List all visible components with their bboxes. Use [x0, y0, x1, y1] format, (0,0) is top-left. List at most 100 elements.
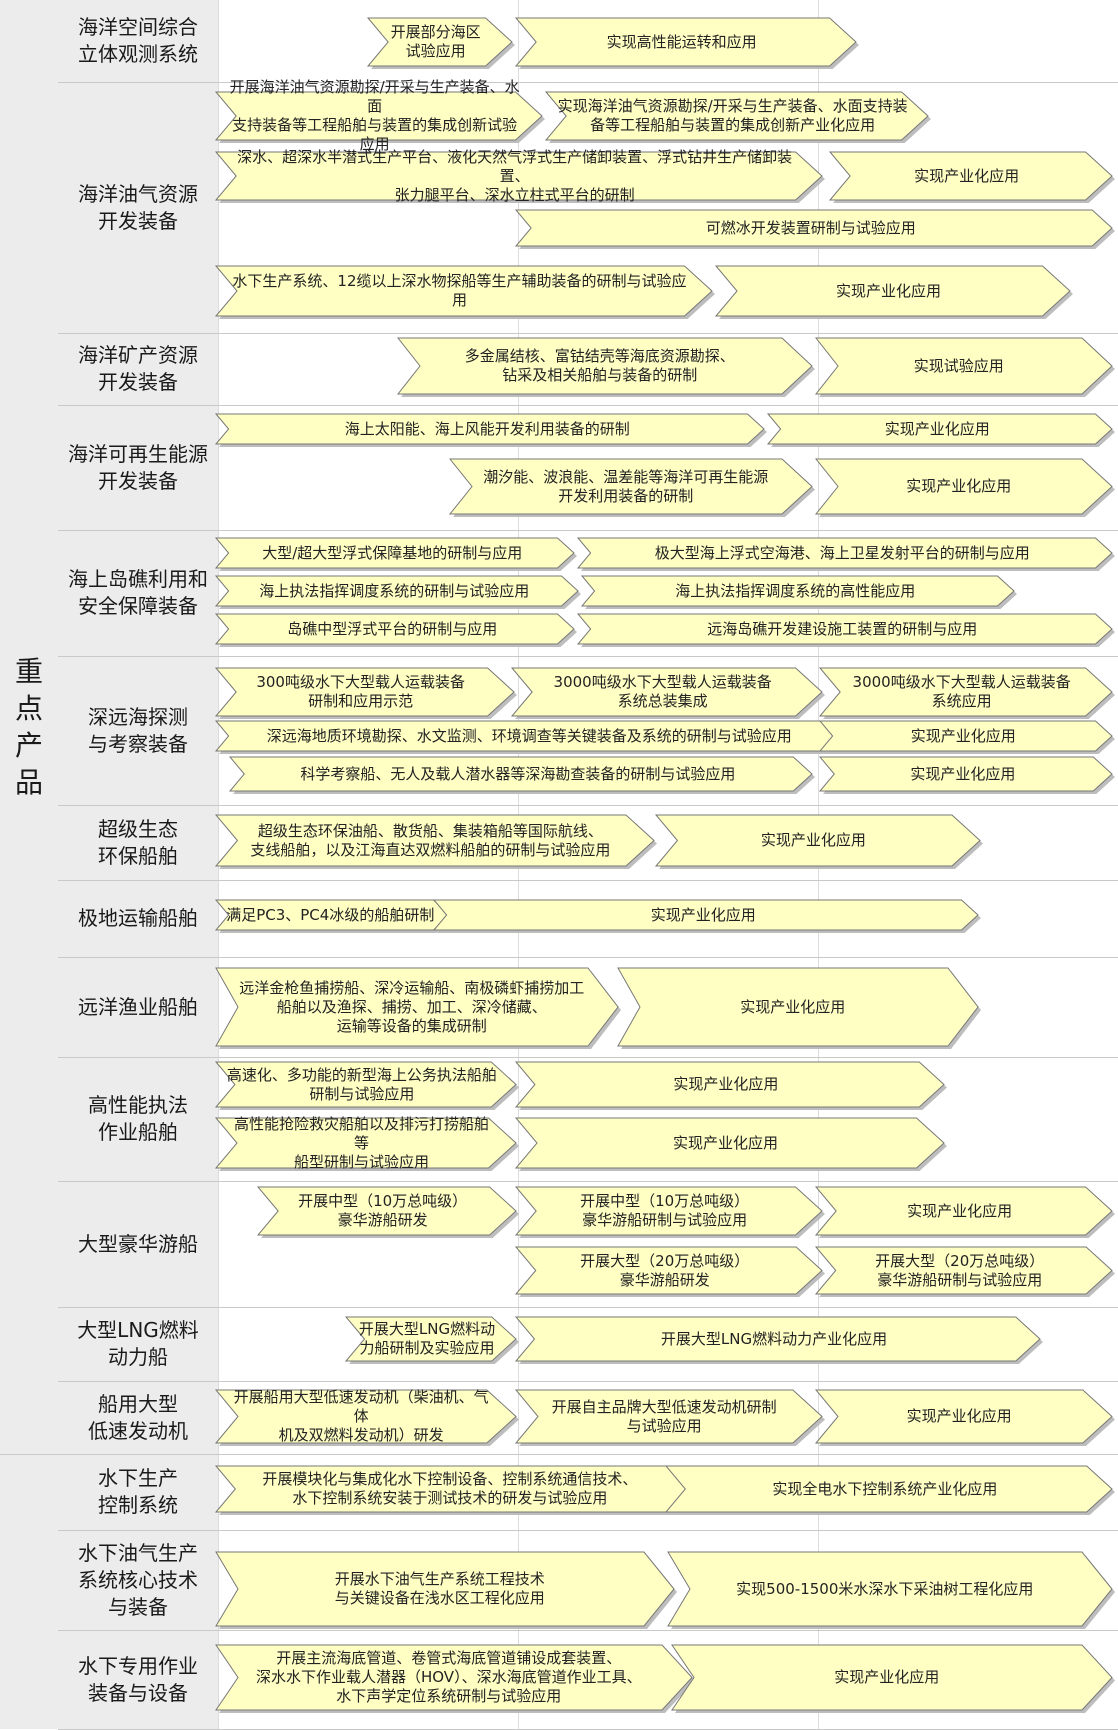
category-label: 大型豪华游船	[78, 1231, 198, 1256]
group-label-char: 品	[14, 766, 43, 799]
arrow-shape	[814, 1389, 1115, 1446]
phase-arrow: 潮汐能、波浪能、温差能等海洋可再生能源 开发利用装备的研制	[448, 458, 815, 517]
category-label: 海洋空间综合 立体观测系统	[78, 15, 198, 66]
arrow-body	[214, 265, 713, 317]
phase-arrow: 实现产业化应用	[828, 151, 1115, 203]
phase-arrow: 超级生态环保油船、散货船、集装箱船等国际航线、 支线船舶，以及江海直达双燃料船舶…	[214, 814, 657, 869]
category-column	[58, 0, 218, 1729]
arrow-label: 多金属结核、富钴结壳等海底资源勘探、 钻采及相关船舶与装备的研制	[464, 347, 735, 384]
arrow-body	[544, 91, 929, 141]
arrow-body	[766, 413, 1113, 445]
arrow-shape	[514, 1061, 947, 1110]
phase-arrow: 开展中型（10万总吨级） 豪华游船研制与试验应用	[514, 1186, 825, 1238]
arrow-label: 极大型海上浮式空海港、海上卫星发射平台的研制与应用	[654, 543, 1030, 562]
arrow-label: 实现产业化应用	[906, 1407, 1012, 1425]
arrow-shape	[818, 667, 1115, 719]
arrow-label: 实现产业化应用	[906, 477, 1012, 495]
arrow-shape	[214, 537, 577, 571]
arrow-shape	[448, 458, 815, 517]
arrow-shape	[514, 1246, 825, 1297]
arrow-shape	[214, 667, 517, 719]
arrow-shape	[214, 1117, 519, 1171]
arrow-shape	[576, 613, 1115, 647]
arrow-label: 潮汐能、波浪能、温差能等海洋可再生能源 开发利用装备的研制	[483, 467, 769, 505]
arrow-body	[664, 1465, 1113, 1513]
group-label-char: 重	[14, 655, 43, 688]
arrow-label: 水下生产系统、12缆以上深水物探船等生产辅助装备的研制与试验应用	[232, 272, 687, 309]
arrow-label: 实现全电水下控制系统产业化应用	[772, 1479, 998, 1498]
category-label: 高性能执法 作业船舶	[88, 1093, 188, 1144]
arrow-label: 开展部分海区 试验应用	[390, 23, 481, 60]
phase-arrow: 海上太阳能、海上风能开发利用装备的研制	[214, 413, 767, 447]
arrow-body	[214, 667, 515, 717]
phase-arrow: 深水、超深水半潜式生产平台、液化天然气浮式生产储卸装置、浮式钻井生产储卸装置、 …	[214, 147, 825, 204]
phase-arrow: 实现500-1500米水深水下采油树工程化应用	[667, 1551, 1115, 1629]
arrow-label: 海上执法指挥调度系统的研制与试验应用	[259, 581, 530, 600]
arrow-body	[671, 1644, 1113, 1711]
arrow-label: 实现产业化应用	[884, 419, 990, 438]
category-label: 海洋油气资源 开发装备	[78, 181, 198, 233]
phase-arrow: 开展模块化与集成化水下控制设备、控制系统通信技术、 水下控制系统安装于测试技术的…	[214, 1465, 695, 1515]
group-label-char: 产	[14, 729, 43, 762]
phase-arrow: 远海岛礁开发建设施工装置的研制与应用	[576, 613, 1115, 647]
phase-arrow: 多金属结核、富钴结壳等海底资源勘探、 钻采及相关船舶与装备的研制	[396, 337, 815, 397]
category-label: 水下油气生产 系统核心技术 与装备	[78, 1540, 198, 1619]
row-divider	[58, 82, 1118, 83]
group-label-char: 点	[14, 692, 43, 725]
arrow-label: 深水、超深水半潜式生产平台、液化天然气浮式生产储卸装置、浮式钻井生产储卸装置、 …	[237, 147, 793, 204]
arrow-label: 开展大型LNG燃料动力产业化应用	[660, 1329, 888, 1348]
arrow-label: 远洋金枪鱼捕捞船、深冷运输船、南极磷虾捕捞加工 船舶以及渔探、捕捞、加工、深冷储…	[239, 978, 585, 1035]
phase-arrow: 开展大型LNG燃料动 力船研制及实验应用	[344, 1316, 519, 1364]
arrow-label: 开展大型LNG燃料动 力船研制及实验应用	[358, 1320, 496, 1357]
arrow-body	[667, 1551, 1113, 1627]
row-divider	[58, 1057, 1118, 1058]
arrow-body	[514, 1117, 945, 1169]
arrow-shape	[814, 1246, 1115, 1297]
arrow-body	[215, 1644, 693, 1711]
arrow-shape	[256, 1186, 519, 1238]
arrow-shape	[214, 413, 767, 447]
phase-arrow: 实现产业化应用	[617, 967, 981, 1049]
arrow-shape	[214, 1061, 519, 1110]
arrow-body	[818, 667, 1113, 717]
arrow-body	[514, 1186, 823, 1236]
arrow-body	[617, 967, 979, 1047]
arrow-shape	[214, 151, 825, 203]
arrow-body	[432, 899, 979, 931]
phase-arrow: 开展海洋油气资源勘探/开采与生产装备、水面 支持装备等工程船舶与装置的集成创新试…	[214, 78, 545, 153]
arrow-label: 海上太阳能、海上风能开发利用装备的研制	[344, 419, 630, 438]
arrow-body	[814, 458, 1113, 515]
phase-arrow: 远洋金枪鱼捕捞船、深冷运输船、南极磷虾捕捞加工 船舶以及渔探、捕捞、加工、深冷储…	[215, 967, 621, 1049]
row-divider	[58, 1381, 1118, 1382]
row-divider	[58, 880, 1118, 881]
phase-arrow: 开展水下油气生产系统工程技术 与关键设备在浅水区工程化应用	[215, 1551, 677, 1629]
arrow-body	[214, 537, 575, 569]
arrow-body	[828, 151, 1113, 201]
phase-arrow: 岛礁中型浮式平台的研制与应用	[214, 613, 577, 647]
arrow-body	[814, 1246, 1113, 1295]
arrow-shape	[814, 458, 1115, 517]
arrow-shape	[396, 337, 815, 397]
arrow-shape	[617, 967, 981, 1049]
phase-arrow: 3000吨级水下大型载人运载装备 系统总装集成	[510, 667, 825, 719]
arrow-body	[214, 1389, 517, 1444]
arrow-body	[214, 91, 543, 141]
phase-arrow: 实现产业化应用	[671, 1644, 1115, 1713]
arrow-label: 实现产业化应用	[760, 831, 866, 849]
arrow-shape	[214, 814, 657, 869]
arrow-shape	[514, 1186, 825, 1238]
row-divider	[58, 1454, 1118, 1455]
phase-arrow: 水下生产系统、12缆以上深水物探船等生产辅助装备的研制与试验应用	[214, 265, 715, 319]
row-divider	[58, 530, 1118, 531]
arrow-body	[214, 814, 655, 867]
category-label: 水下专用作业 装备与设备	[78, 1653, 198, 1705]
arrow-body	[214, 151, 823, 201]
phase-arrow: 实现产业化应用	[814, 1389, 1115, 1446]
arrow-shape	[818, 720, 1115, 754]
arrow-body	[215, 1551, 675, 1627]
arrow-label: 300吨级水下大型载人运载装备 研制和应用示范	[256, 673, 465, 710]
phase-arrow: 实现产业化应用	[766, 413, 1115, 447]
phase-arrow: 海上执法指挥调度系统的高性能应用	[580, 575, 1017, 609]
group-divider	[0, 1454, 58, 1455]
arrow-label: 高性能抢险救灾船舶以及排污打捞船舶等 船型研制与试验应用	[233, 1114, 489, 1171]
